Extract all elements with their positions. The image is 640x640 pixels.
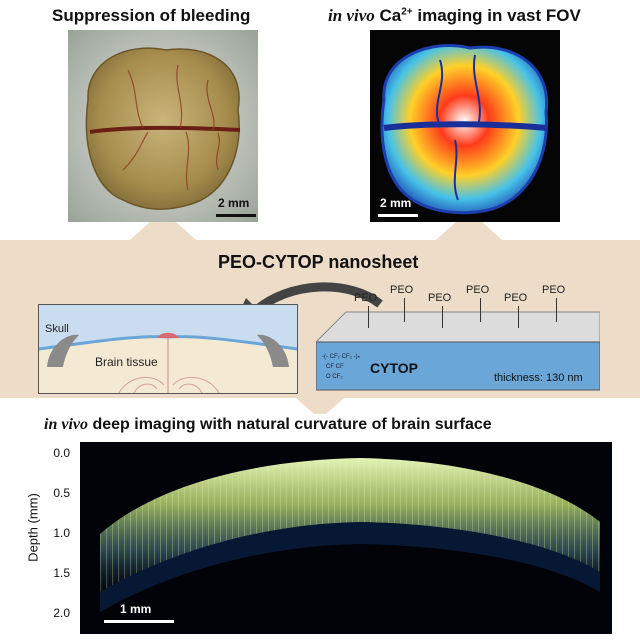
- title-ca-sup: 2+: [401, 6, 413, 18]
- svg-text:-(- CF₂ CF₂ -)ₙ: -(- CF₂ CF₂ -)ₙ: [322, 354, 361, 360]
- depth-tick: 1.5: [53, 566, 70, 580]
- depth-tick: 0.5: [53, 486, 70, 500]
- scale-label-right: 2 mm: [380, 196, 412, 210]
- peo-line: [518, 306, 519, 328]
- peo-line: [368, 306, 369, 328]
- bleeding-title: Suppression of bleeding: [52, 6, 251, 25]
- title-ca: Ca: [379, 6, 402, 25]
- brain-photo-svg: [68, 30, 258, 222]
- ca-map-svg: [370, 30, 560, 222]
- deep-imaging-title: in vivo deep imaging with natural curvat…: [44, 416, 492, 434]
- band-connectors: [130, 222, 502, 240]
- brain-tissue-label: Brain tissue: [95, 355, 158, 369]
- depth-tick: 0.0: [53, 446, 70, 460]
- thickness-label: thickness: 130 nm: [494, 372, 583, 384]
- peo-label: PEO: [428, 292, 452, 304]
- brain-photo-bleeding: 2 mm: [68, 30, 258, 222]
- depth-axis-label: Depth (mm): [25, 493, 41, 562]
- brain-schematic-svg: [39, 305, 297, 393]
- title-rest: imaging in vast FOV: [417, 6, 581, 25]
- cytop-label: CYTOP: [370, 360, 418, 376]
- skull-label: Skull: [45, 323, 69, 335]
- band-bottom-connector: [296, 398, 344, 414]
- deep-title-italic: in vivo: [44, 416, 88, 433]
- peo-line: [404, 298, 405, 322]
- depth-tick: 1.0: [53, 526, 70, 540]
- peo-label: PEO: [466, 284, 490, 296]
- brain-schematic-panel: Skull Brain tissue: [38, 304, 298, 394]
- svg-text:O CF₂: O CF₂: [326, 374, 343, 380]
- nanosheet-schematic: -(- CF₂ CF₂ -)ₙ CF CF O CF₂ PEO PEO PEO …: [314, 282, 601, 394]
- peo-line: [556, 298, 557, 322]
- peo-line: [442, 306, 443, 328]
- peo-label: PEO: [542, 284, 566, 296]
- deep-scale-label: 1 mm: [120, 602, 152, 616]
- scale-label-left: 2 mm: [218, 196, 250, 210]
- svg-text:CF CF: CF CF: [326, 364, 344, 370]
- title-italic-invivo: in vivo: [328, 6, 375, 25]
- nanosheet-svg: -(- CF₂ CF₂ -)ₙ CF CF O CF₂: [314, 311, 601, 391]
- peo-label: PEO: [504, 292, 528, 304]
- peo-label: PEO: [354, 292, 378, 304]
- nanosheet-title: PEO-CYTOP nanosheet: [218, 252, 419, 272]
- deep-imaging-svg: [80, 442, 612, 634]
- deep-title-rest: deep imaging with natural curvature of b…: [92, 416, 492, 433]
- peo-line: [480, 298, 481, 322]
- depth-tick: 2.0: [53, 606, 70, 620]
- ca-imaging-map: 2 mm: [370, 30, 560, 222]
- ca-imaging-title: in vivo Ca2+ imaging in vast FOV: [328, 6, 581, 26]
- peo-label: PEO: [390, 284, 414, 296]
- deep-imaging-photo: 1 mm: [80, 442, 612, 634]
